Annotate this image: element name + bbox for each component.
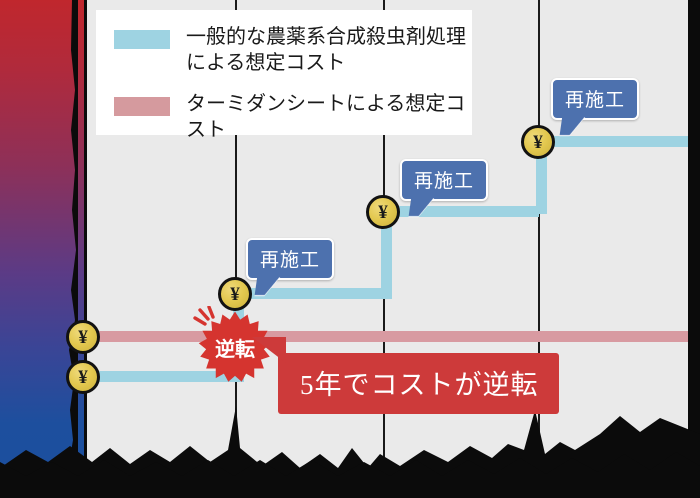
series-riser-blue-2 bbox=[381, 206, 392, 296]
legend-item-sheet: ターミダンシートによる想定コスト bbox=[114, 91, 472, 144]
series-segment-blue-1 bbox=[84, 371, 244, 382]
callout-rework-2: 再施工 bbox=[400, 159, 489, 216]
callout-rework-label: 再施工 bbox=[565, 90, 626, 111]
reversal-badge-label: 逆転 bbox=[215, 338, 255, 361]
series-riser-blue-3 bbox=[536, 136, 547, 214]
legend-swatch-pesticide bbox=[114, 30, 170, 49]
callout-rework-3: 再施工 bbox=[551, 78, 640, 135]
right-edge-decoration bbox=[688, 0, 700, 498]
coin-rework-2: ¥ bbox=[366, 195, 400, 229]
legend-label-pesticide: 一般的な農薬系合成殺虫剤処理 による想定コスト bbox=[186, 24, 466, 77]
starburst-icon bbox=[198, 311, 272, 382]
coin-yen-icon: ¥ bbox=[378, 201, 388, 223]
legend-swatch-sheet bbox=[114, 96, 170, 116]
coin-rework-3: ¥ bbox=[521, 125, 555, 159]
banner-tail bbox=[252, 337, 286, 363]
legend-label-line1: ターミダンシートによる想定コスト bbox=[186, 92, 466, 142]
coin-yen-icon: ¥ bbox=[78, 326, 88, 348]
series-segment-blue-2 bbox=[233, 288, 392, 299]
coin-yen-icon: ¥ bbox=[533, 131, 543, 153]
coin-yen-icon: ¥ bbox=[230, 283, 240, 305]
coin-yen-icon: ¥ bbox=[78, 366, 88, 388]
legend-label-line1: 一般的な農薬系合成殺虫剤処理 bbox=[186, 26, 466, 48]
coin-rework-1: ¥ bbox=[218, 277, 252, 311]
callout-rework-label: 再施工 bbox=[414, 171, 475, 192]
gridline-year-1 bbox=[235, 0, 237, 460]
bubble-tail bbox=[408, 197, 435, 216]
reversal-banner-label: 5年でコストが逆転 bbox=[300, 370, 539, 400]
gridline-axis-left bbox=[84, 0, 87, 460]
bubble-tail bbox=[254, 276, 281, 295]
legend-item-pesticide: 一般的な農薬系合成殺虫剤処理 による想定コスト bbox=[114, 24, 472, 77]
gridline-year-3 bbox=[538, 0, 540, 440]
callout-rework-label: 再施工 bbox=[260, 250, 321, 271]
coin-pesticide-initial: ¥ bbox=[66, 360, 100, 394]
series-segment-blue-3 bbox=[381, 206, 539, 217]
bubble-tail bbox=[559, 116, 586, 135]
series-line-sheet bbox=[84, 331, 688, 342]
coin-sheet-initial: ¥ bbox=[66, 320, 100, 354]
callout-rework-1: 再施工 bbox=[246, 238, 335, 295]
impact-lines-icon bbox=[193, 306, 215, 326]
termite-mound-silhouettes bbox=[0, 406, 700, 498]
reversal-banner: 5年でコストが逆転 bbox=[252, 337, 559, 414]
legend-label-sheet: ターミダンシートによる想定コスト bbox=[186, 91, 472, 144]
legend: 一般的な農薬系合成殺虫剤処理 による想定コスト ターミダンシートによる想定コスト bbox=[96, 10, 472, 141]
reversal-badge: 逆転 bbox=[198, 310, 272, 384]
series-segment-blue-4 bbox=[536, 136, 688, 147]
legend-label-line2: による想定コスト bbox=[186, 52, 346, 75]
